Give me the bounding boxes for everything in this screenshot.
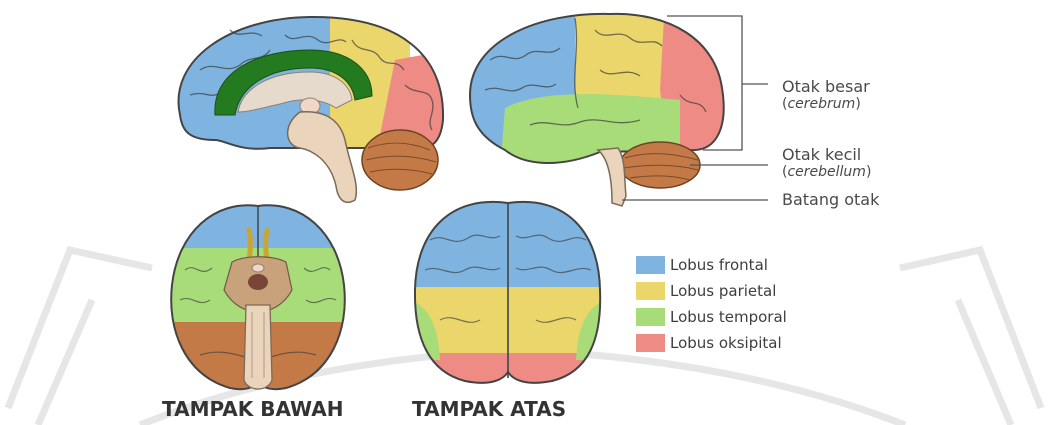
lateral-brainstem	[598, 148, 626, 206]
legend-swatch-temporal	[636, 308, 665, 326]
lateral-view	[460, 0, 730, 206]
lobe-legend: Lobus frontal Lobus parietal Lobus tempo…	[636, 252, 787, 356]
bottom-brainstem	[244, 305, 272, 389]
top-view	[410, 195, 610, 393]
legend-item-parietal: Lobus parietal	[636, 278, 787, 304]
cerebrum-latin: (cerebrum)	[782, 96, 870, 112]
legend-swatch-occipital	[636, 334, 665, 352]
medial-view	[160, 0, 450, 202]
legend-label-frontal: Lobus frontal	[670, 256, 768, 274]
legend-item-occipital: Lobus oksipital	[636, 330, 787, 356]
caption-top-view: TAMPAK ATAS	[412, 397, 566, 421]
cerebellum-label: Otak kecil (cerebellum)	[782, 146, 871, 180]
bottom-frontal-left	[160, 195, 270, 250]
legend-swatch-frontal	[636, 256, 665, 274]
brainstem-name: Batang otak	[782, 191, 879, 209]
cerebellum-latin: (cerebellum)	[782, 164, 871, 180]
cerebrum-label: Otak besar (cerebrum)	[782, 78, 870, 112]
legend-label-occipital: Lobus oksipital	[670, 334, 782, 352]
top-frontal-region	[410, 195, 610, 288]
cerebellum-name: Otak kecil	[782, 146, 871, 164]
brainstem-label: Batang otak	[782, 191, 879, 209]
legend-item-temporal: Lobus temporal	[636, 304, 787, 330]
cerebrum-name: Otak besar	[782, 78, 870, 96]
bottom-view	[160, 195, 360, 397]
legend-swatch-parietal	[636, 282, 665, 300]
lateral-parietal-region	[575, 0, 675, 110]
caption-bottom-view: TAMPAK BAWAH	[162, 397, 343, 421]
legend-label-temporal: Lobus temporal	[670, 308, 787, 326]
medial-cerebellum	[362, 130, 438, 190]
legend-item-frontal: Lobus frontal	[636, 252, 787, 278]
legend-label-parietal: Lobus parietal	[670, 282, 776, 300]
